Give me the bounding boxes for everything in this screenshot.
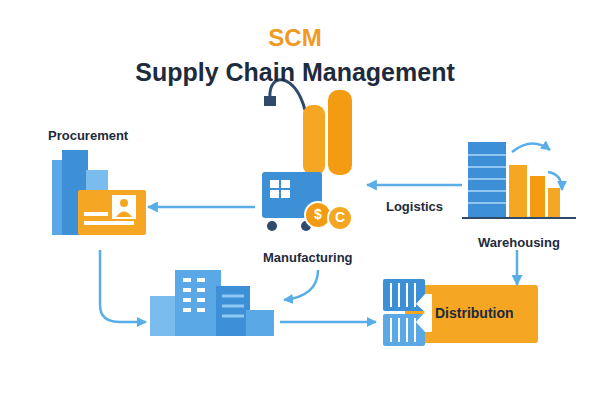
coin-shape	[328, 206, 352, 230]
order-card	[78, 190, 146, 235]
icon-node: Warehousing	[462, 140, 577, 250]
flow-connector	[516, 250, 519, 285]
text-group: Procurement	[48, 128, 128, 143]
icon-node: Manufacturing	[255, 70, 367, 265]
screen-grid	[270, 180, 290, 198]
cycle-arrow	[548, 172, 562, 190]
cycle-arrow	[512, 143, 550, 152]
text-group: Distribution	[435, 305, 514, 321]
building-shape	[246, 310, 274, 336]
text-group: Manufacturing	[263, 250, 353, 265]
person-body	[116, 212, 132, 218]
flow-connector	[148, 206, 255, 209]
card-line	[84, 221, 134, 225]
plug-shape	[264, 96, 276, 106]
procurement-icon	[52, 150, 146, 235]
facility-icon	[150, 270, 274, 336]
building-shape	[468, 142, 506, 217]
card-line	[84, 212, 108, 216]
flow-connector	[367, 184, 462, 187]
coin-symbol: C	[330, 209, 350, 225]
node-label: Warehousing	[478, 235, 560, 250]
window-marks	[183, 280, 205, 310]
icon-node: Procurement	[48, 128, 148, 240]
coin-symbol: $	[308, 206, 328, 222]
floor-lines	[468, 155, 506, 203]
bar-shape	[509, 165, 527, 217]
building-shape	[175, 270, 221, 336]
process-box: Distribution	[405, 285, 538, 343]
window-marks	[222, 296, 244, 316]
manufacturing-icon	[262, 80, 352, 231]
node-label: Manufacturing	[263, 250, 353, 265]
ground-line	[462, 217, 576, 219]
diagram-title: SCM	[0, 24, 590, 52]
building-shape	[216, 286, 250, 336]
wheel-shape	[267, 221, 277, 231]
node-label: Distribution	[435, 305, 514, 321]
text-group: Warehousing	[478, 235, 560, 250]
coin-shape	[305, 202, 331, 228]
flow-arrow	[280, 321, 376, 324]
flow-arrow	[100, 250, 146, 322]
badge-shape	[112, 195, 136, 219]
connector-label: Logistics	[386, 199, 443, 214]
bar-shape	[530, 176, 545, 217]
tank-shape	[328, 90, 352, 175]
bar-shape	[548, 188, 560, 217]
flow-arrow	[284, 270, 318, 300]
tank-shape	[303, 105, 325, 175]
screen-shape	[270, 180, 290, 198]
warehousing-icon	[462, 142, 576, 218]
flow-arrows	[100, 250, 376, 322]
person-head	[120, 199, 128, 207]
subtitle-label: Supply Chain Management	[0, 58, 590, 87]
node-label: Procurement	[48, 128, 128, 143]
